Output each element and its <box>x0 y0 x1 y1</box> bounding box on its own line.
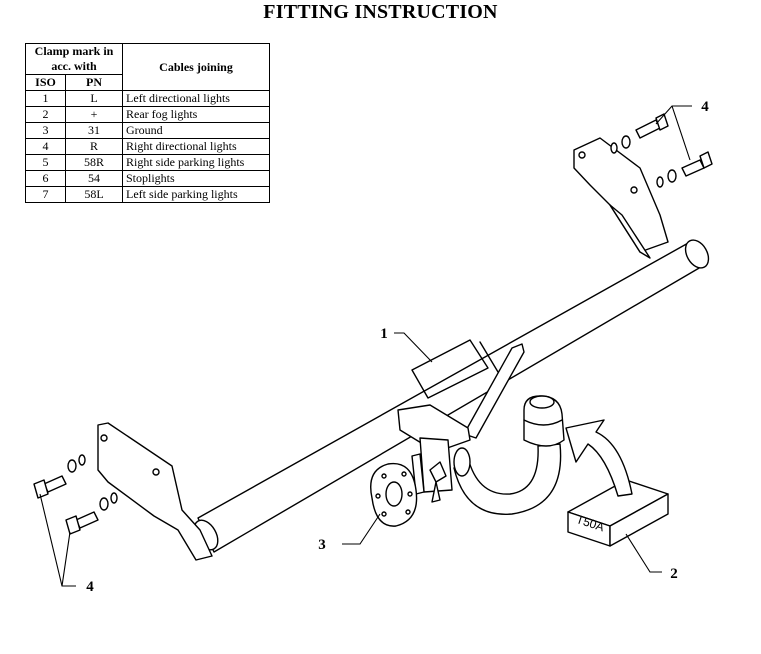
label-part-4-top: 4 <box>701 99 709 115</box>
curved-arrow-icon <box>565 419 633 497</box>
label-part-3: 3 <box>318 537 326 553</box>
support-brace <box>397 343 525 453</box>
cable-joining-table: Clamp mark in acc. with Cables joining I… <box>25 43 270 203</box>
bolt-set-top <box>610 113 713 188</box>
leader-lines <box>39 105 692 587</box>
leader-line-part3 <box>342 513 381 545</box>
leader-line-part4-bottom-b <box>61 531 71 587</box>
leader-line-part4-bottom-a <box>39 493 76 587</box>
header-clamp-mark: Clamp mark in acc. with <box>25 43 123 75</box>
row-iso: 7 <box>25 186 66 203</box>
table-row: 5 58R Right side parking lights <box>25 154 270 171</box>
right-mounting-bracket <box>573 137 669 259</box>
row-description: Rear fog lights <box>122 106 270 123</box>
row-description: Left side parking lights <box>122 186 270 203</box>
row-description: Right side parking lights <box>122 154 270 171</box>
table-row: 7 58L Left side parking lights <box>25 186 270 203</box>
table-row: 6 54 Stoplights <box>25 170 270 187</box>
page-title: FITTING INSTRUCTION <box>263 1 498 23</box>
label-part-1: 1 <box>380 326 388 342</box>
ball-mount-arm <box>453 443 562 515</box>
main-crossbar <box>193 239 710 553</box>
table-row: 2 + Rear fog lights <box>25 106 270 123</box>
socket-plate <box>370 437 453 527</box>
bolt-set-bottom <box>33 454 118 535</box>
label-part-4-bottom: 4 <box>86 579 94 595</box>
tow-ball <box>523 395 565 447</box>
header-pn: PN <box>65 74 123 91</box>
row-description: Right directional lights <box>122 138 270 155</box>
product-box <box>567 479 669 547</box>
label-part-2: 2 <box>670 566 678 582</box>
left-mounting-bracket <box>97 422 213 561</box>
row-pn: 58R <box>65 154 123 171</box>
table-row: 4 R Right directional lights <box>25 138 270 155</box>
leader-line-part4-top-b <box>671 105 691 161</box>
table-subheader-row: ISO PN <box>25 74 270 91</box>
leader-line-part1 <box>394 332 433 363</box>
leader-line-part2 <box>625 533 662 573</box>
